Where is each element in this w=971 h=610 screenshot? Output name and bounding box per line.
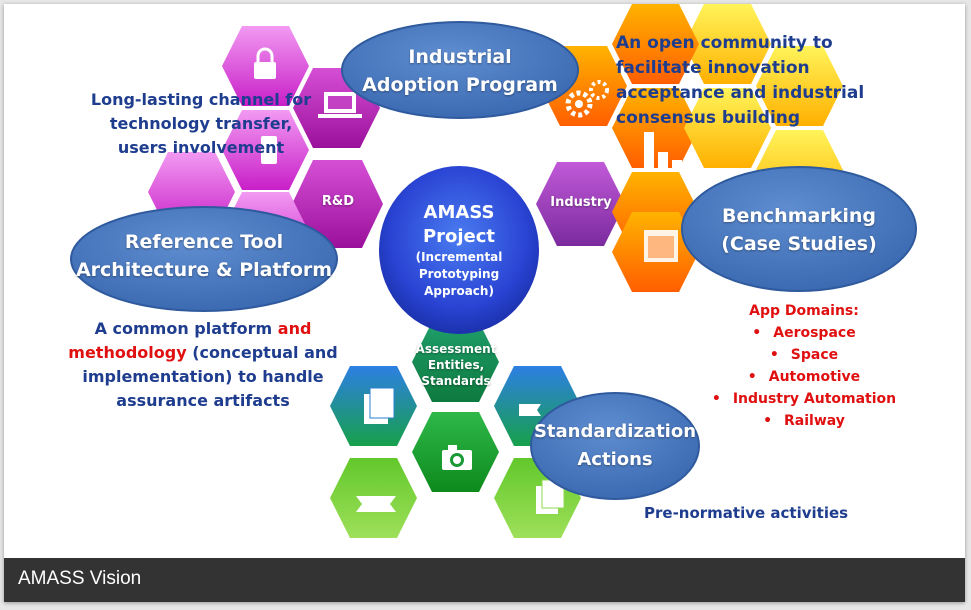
channel-line3: users involvement [117, 138, 285, 157]
amass-project-label: AMASS Project (Incremental Prototyping A… [389, 201, 529, 300]
industrial-line1: Industrial [408, 46, 512, 68]
rd-label: R&D [321, 194, 355, 209]
assessment-line1: Assessment [415, 342, 497, 356]
benchmarking-line1: Benchmarking [722, 205, 876, 227]
center-sub-2: Prototyping [418, 267, 500, 281]
channel-line1: Long-lasting channel for [90, 90, 312, 109]
platform-line1b: and [277, 319, 312, 338]
standardization-line1: Standardization [533, 421, 697, 442]
bullet-icon: • [747, 369, 757, 385]
platform-line2a: methodology [68, 343, 187, 362]
channel-line2: technology transfer, [109, 114, 293, 133]
community-line1: An open community to [616, 33, 833, 53]
hex-orange-chart [612, 88, 699, 168]
domain-label: Railway [784, 413, 845, 429]
center-circle [379, 166, 539, 334]
center-title-1: AMASS [423, 202, 495, 223]
platform-line4: assurance artifacts [116, 391, 290, 410]
domain-item: • Automotive [690, 366, 918, 388]
platform-line1a: A common platform [94, 319, 278, 338]
domain-item: • Space [690, 344, 918, 366]
hex-industry [536, 162, 625, 246]
industrial-adoption-label: Industrial Adoption Program [344, 43, 576, 99]
benchmarking-line2: (Case Studies) [721, 233, 877, 255]
platform-line3: implementation) to handle [82, 367, 324, 386]
assessment-line2: Entities, [427, 358, 485, 372]
bullet-icon: • [769, 347, 779, 363]
app-domains-list: • Aerospace • Space • Automotive • Industry … [690, 322, 918, 432]
domain-label: Aerospace [773, 325, 856, 341]
calendar-icon [644, 230, 678, 262]
hex-yellow-right [756, 46, 843, 126]
community-line2: facilitate innovation [616, 58, 810, 78]
assessment-line3: Standards [421, 374, 491, 388]
stack-icon [536, 479, 565, 514]
community-text: An open community to facilitate innovati… [616, 31, 876, 131]
oval-reference [70, 206, 338, 312]
domain-item: • Aerospace [690, 322, 918, 344]
film-icon [356, 496, 396, 512]
bullet-icon: • [763, 413, 773, 429]
hex-yellow-top [684, 4, 771, 84]
camera-icon [442, 445, 472, 470]
reference-tool-label: Reference Tool Architecture & Platform [64, 228, 344, 284]
document-icon [364, 387, 395, 424]
assessment-label: Assessment Entities, Standards [408, 341, 504, 389]
lock-icon [254, 47, 276, 79]
domain-label: Automotive [768, 369, 861, 385]
app-domains-title: App Domains: [749, 303, 859, 319]
prenormative-text: Pre-normative activities [644, 504, 849, 522]
bullet-icon: • [711, 391, 721, 407]
platform-line1: A common platform and [48, 317, 358, 341]
platform-line2b: (conceptual and [186, 343, 338, 362]
gear-icon [565, 80, 609, 118]
standardization-label: Standardization Actions [531, 418, 699, 474]
oval-industrial [341, 21, 579, 119]
hex-assessment [412, 322, 499, 402]
bar-chart-icon [644, 132, 682, 170]
domain-label: Space [790, 347, 839, 363]
hex-rd [292, 160, 383, 248]
reference-line2: Architecture & Platform [75, 259, 333, 281]
caption-bar: AMASS Vision [4, 558, 965, 602]
bullet-icon: • [752, 325, 762, 341]
domain-item: • Industry Automation [690, 388, 918, 410]
domain-item: • Railway [690, 410, 918, 432]
platform-line2: methodology (conceptual and [48, 341, 358, 365]
app-domains: App Domains: • Aerospace • Space • Automoti… [690, 300, 918, 432]
benchmarking-label: Benchmarking (Case Studies) [682, 202, 916, 258]
standardization-line2: Actions [577, 449, 653, 470]
channel-text: Long-lasting channel for technology tran… [76, 88, 326, 160]
community-line3: acceptance and industrial [616, 83, 865, 103]
oval-benchmarking [681, 166, 917, 292]
film-icon-small [519, 404, 541, 416]
industrial-line2: Adoption Program [362, 74, 558, 96]
oval-standardization [530, 392, 700, 500]
amass-vision-diagram [70, 4, 917, 538]
center-title-2: Project [422, 226, 496, 247]
center-sub-1: (Incremental [415, 250, 503, 264]
laptop-icon [318, 92, 362, 118]
hex-yellow-mid [684, 88, 771, 168]
domain-label: Industry Automation [732, 391, 897, 407]
hex-orange-top-mid [612, 4, 699, 84]
industry-label: Industry [550, 195, 612, 210]
platform-text: A common platform and methodology (conce… [48, 317, 358, 413]
center-sub-3: Approach) [424, 284, 494, 298]
phone-icon [261, 136, 277, 164]
image-card: Industrial Adoption Program Reference To… [4, 4, 965, 602]
caption-title: AMASS Vision [18, 568, 142, 589]
reference-line1: Reference Tool [124, 231, 284, 253]
community-line4: consensus building [616, 108, 801, 128]
